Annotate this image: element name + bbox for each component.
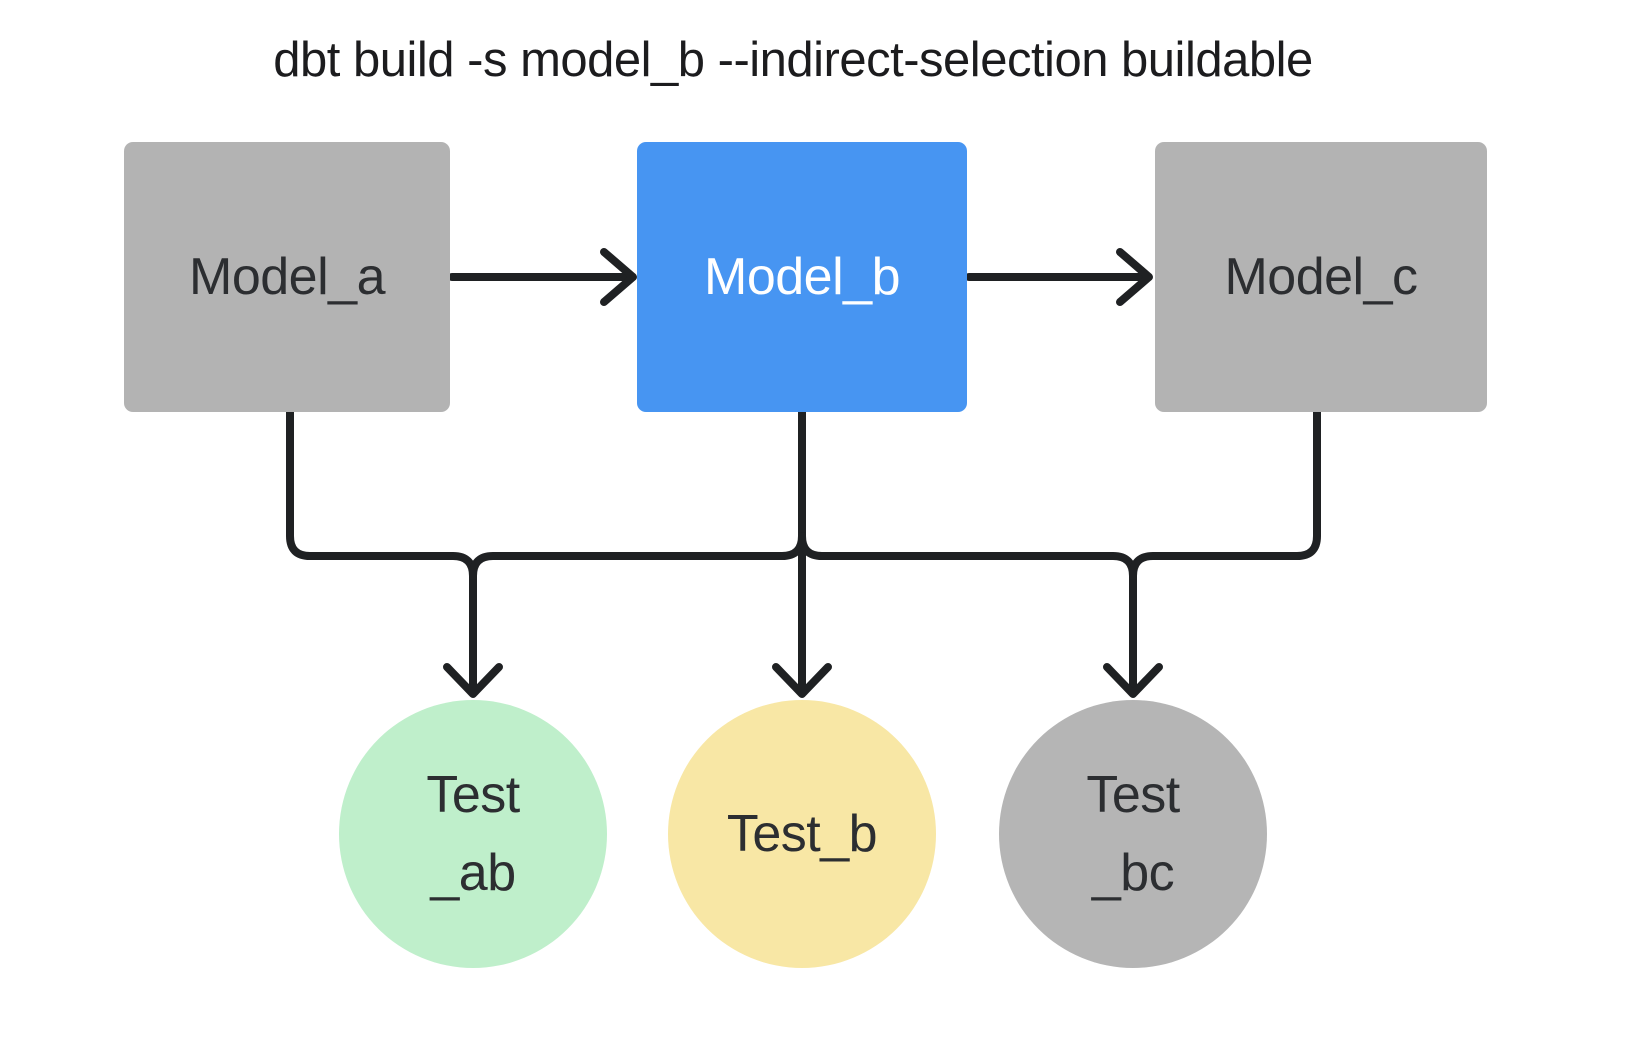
edge-path — [798, 532, 1137, 695]
edge-model_b-model_c — [965, 248, 1153, 306]
edge-model_b-test_bc — [798, 532, 1163, 698]
node-test-b: Test_b — [668, 700, 936, 968]
node-label: Model_a — [189, 248, 385, 306]
node-label-line: _bc — [1091, 844, 1175, 902]
node-label: Model_c — [1224, 248, 1418, 306]
edge-model_c-test_bc — [1129, 408, 1321, 580]
diagram-title: dbt build -s model_b --indirect-selectio… — [273, 33, 1313, 87]
arrow-head-down-icon — [443, 663, 503, 698]
node-label-line: Test_b — [726, 805, 878, 863]
edge-path — [286, 408, 477, 695]
node-model-c: Model_c — [1155, 142, 1487, 412]
node-test-ab: Test _ab — [339, 700, 607, 968]
edge-path — [1129, 408, 1321, 580]
node-label-line: Test — [426, 766, 520, 824]
node-model-b-selected: Model_b — [637, 142, 967, 412]
node-label-line: Test — [1086, 766, 1180, 824]
arrow-head-right-icon — [1116, 248, 1153, 306]
node-label: Model_b — [704, 248, 900, 306]
edge-model_a-model_b — [448, 248, 637, 306]
node-model-a: Model_a — [124, 142, 450, 412]
node-label-line: _ab — [430, 844, 516, 902]
arrow-head-right-icon — [600, 248, 637, 306]
edge-path — [469, 532, 806, 580]
arrow-head-down-icon — [772, 663, 832, 698]
edge-model_b-test_ab — [469, 532, 806, 580]
arrow-head-down-icon — [1103, 663, 1163, 698]
edge-model_a-test_ab — [286, 408, 503, 698]
node-test-bc: Test _bc — [999, 700, 1267, 968]
